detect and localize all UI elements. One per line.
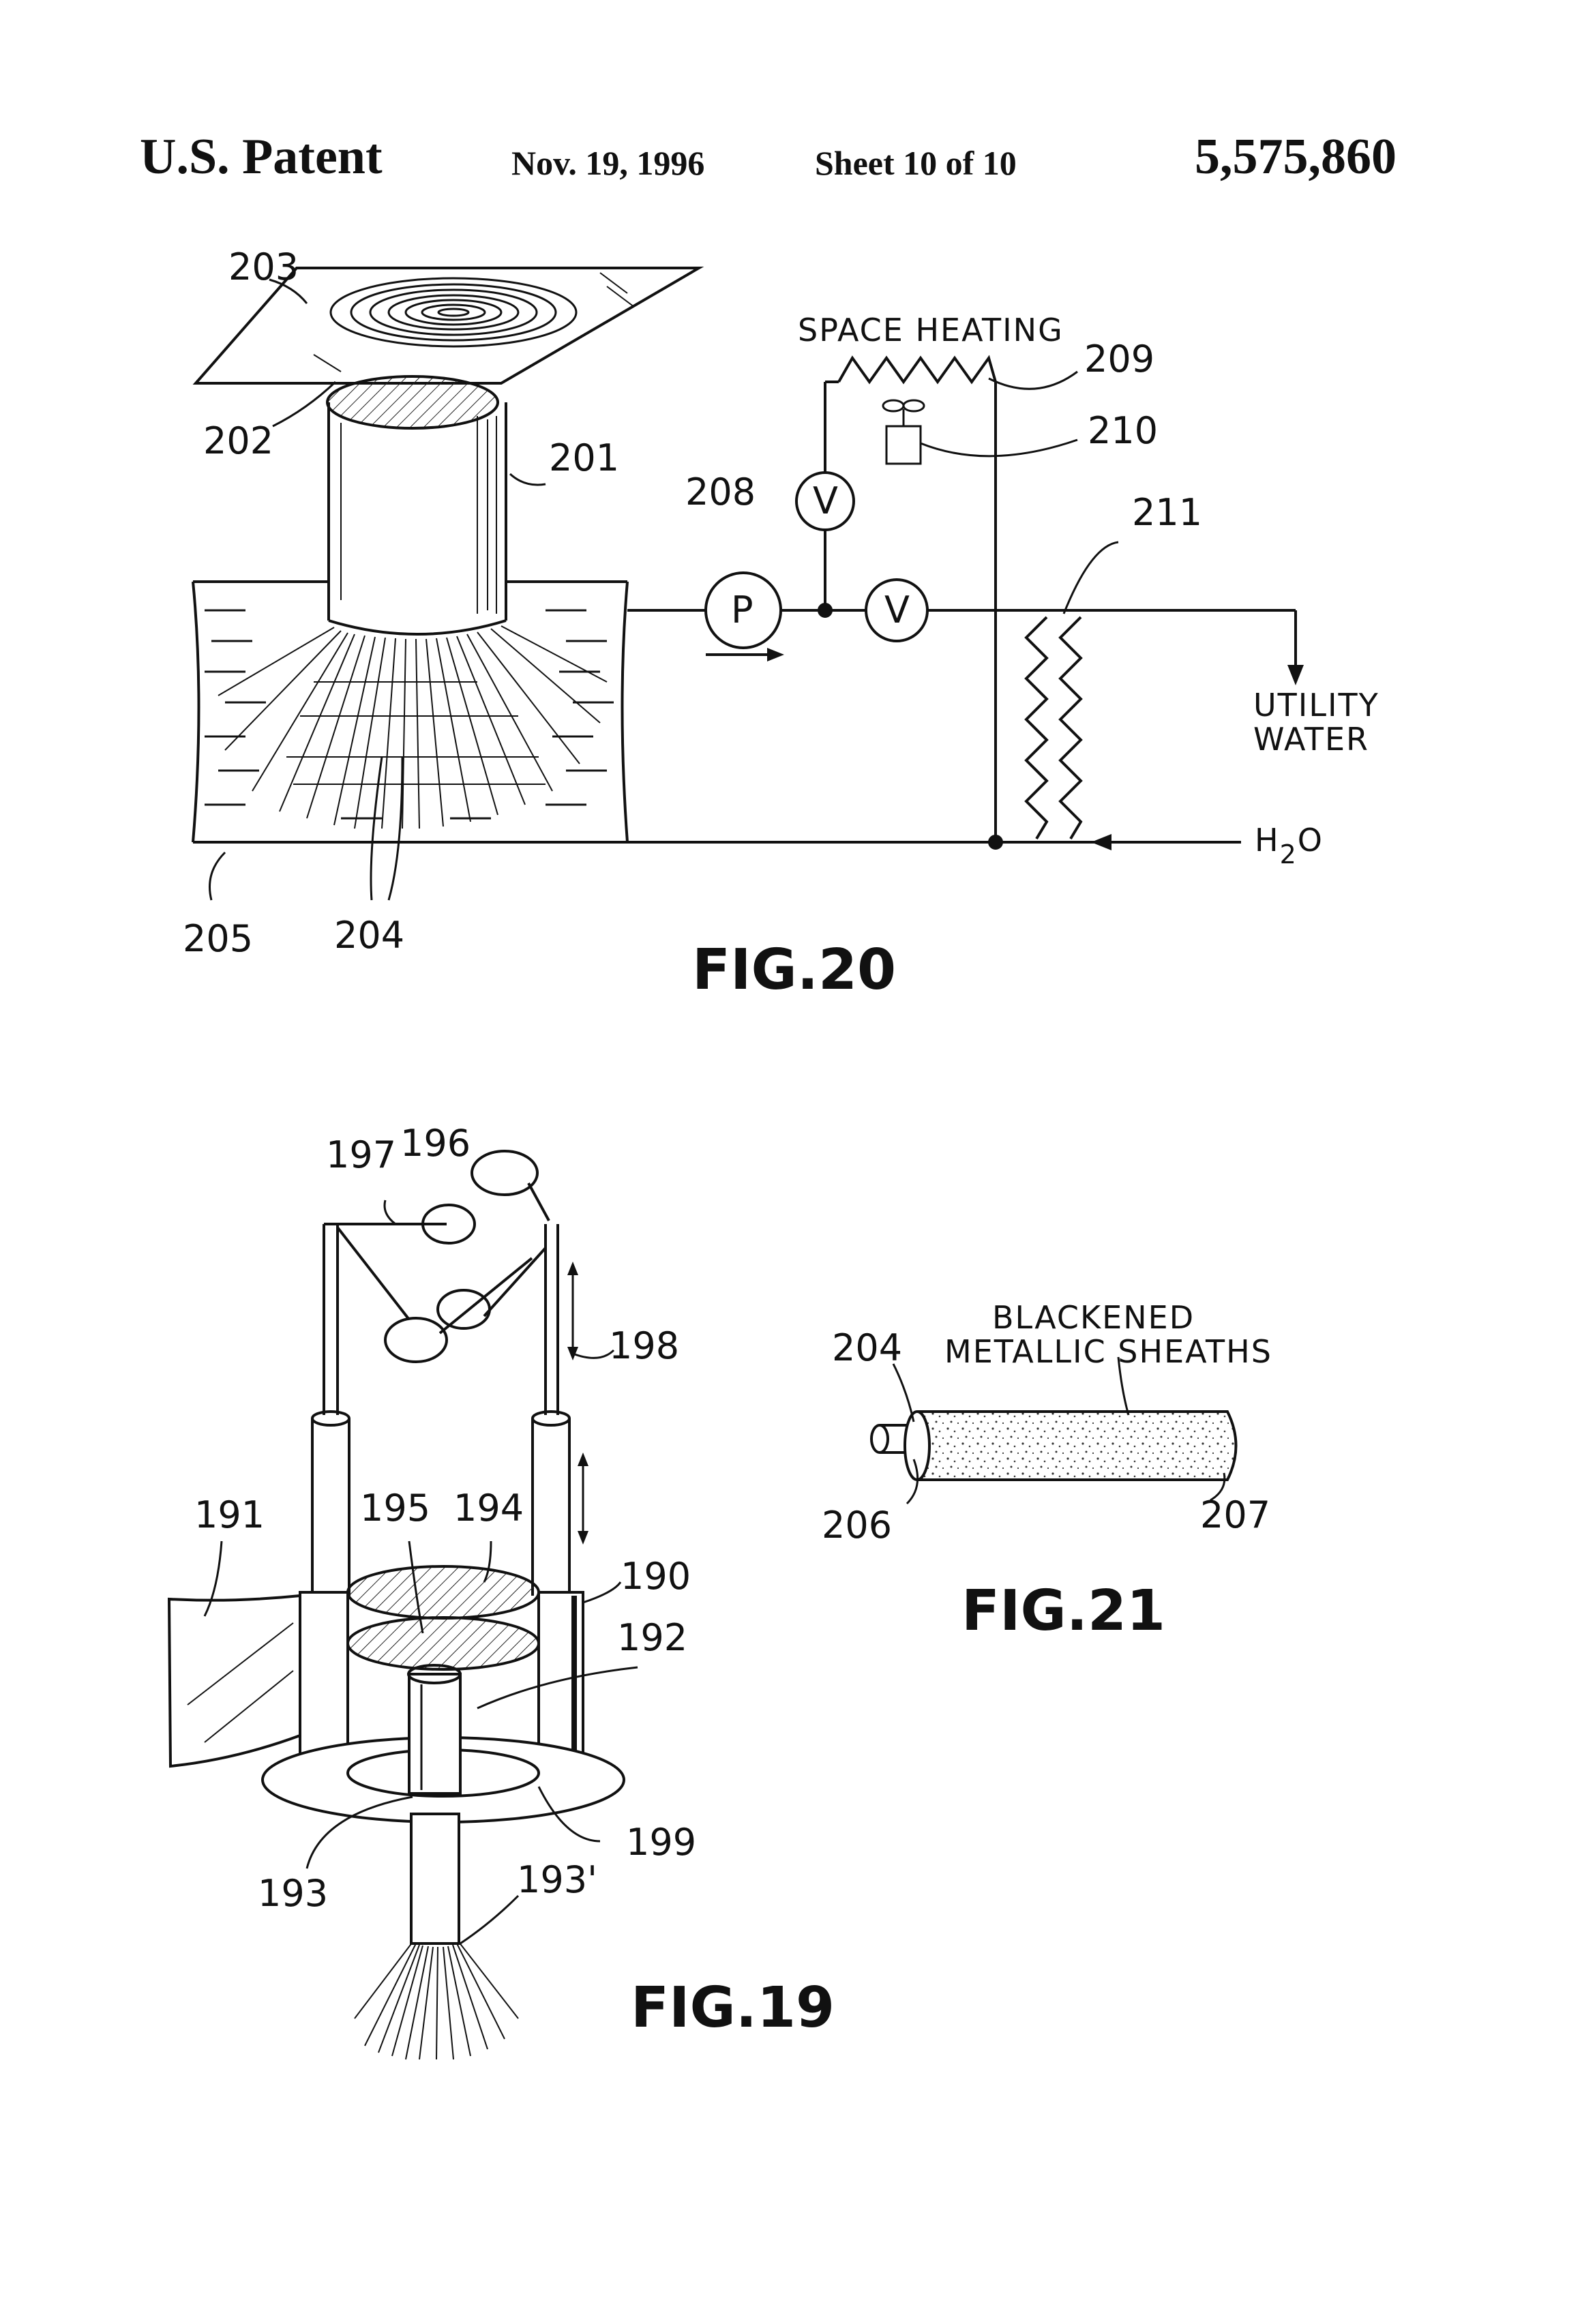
optical-fibers-204 (218, 626, 607, 829)
ref-207: 207 (1200, 1493, 1270, 1536)
ref-199: 199 (626, 1821, 696, 1864)
ref-195: 195 (360, 1487, 430, 1530)
h2o-h: H (1255, 822, 1280, 859)
valve-letter-lower: V (884, 589, 910, 631)
ref-201: 201 (549, 436, 619, 479)
lens-202 (327, 376, 498, 428)
valve-letter-upper: V (813, 479, 838, 522)
ref-197: 197 (326, 1133, 396, 1176)
ref-202: 202 (203, 419, 273, 462)
ref-191: 191 (194, 1493, 265, 1536)
utility-label-line2: WATER (1253, 721, 1369, 758)
ref-192: 192 (617, 1616, 687, 1659)
water-tank-205 (193, 582, 627, 842)
heat-exchanger-211 (1026, 617, 1081, 839)
ref-190: 190 (621, 1555, 691, 1598)
pump-letter: P (731, 589, 753, 631)
ref-204: 204 (334, 914, 404, 957)
fig19-diagram (169, 1151, 638, 2059)
cylinder-201 (329, 402, 506, 634)
metallic-sheaths-label: METALLIC SHEATHS (944, 1333, 1272, 1370)
piping (627, 358, 1304, 850)
fig21-caption: FIG.21 (961, 1579, 1165, 1643)
fig21-diagram (871, 1357, 1236, 1504)
fan-210 (883, 400, 924, 464)
ref-194: 194 (453, 1487, 524, 1530)
blackened-label: BLACKENED (992, 1299, 1195, 1336)
ref-205: 205 (183, 917, 253, 960)
fig20-caption: FIG.20 (692, 938, 896, 1002)
ref-204-fig21: 204 (832, 1326, 902, 1369)
ref-193: 193 (258, 1872, 328, 1915)
h2o-label: H2O (1255, 822, 1324, 869)
ref-206: 206 (822, 1504, 892, 1547)
h2o-subscript: 2 (1280, 839, 1298, 869)
utility-label-line1: UTILITY (1253, 687, 1379, 724)
space-heating-label: SPACE HEATING (798, 312, 1064, 348)
ref-208: 208 (685, 471, 756, 513)
h2o-o: O (1298, 822, 1324, 859)
space-heating-coil-209 (839, 358, 996, 382)
ref-203: 203 (228, 245, 299, 288)
ref-211: 211 (1132, 491, 1202, 534)
ref-193-prime: 193' (517, 1858, 597, 1901)
ref-196: 196 (400, 1122, 471, 1165)
ref-209: 209 (1084, 338, 1154, 381)
ref-198: 198 (609, 1324, 679, 1367)
ref-210: 210 (1088, 409, 1158, 452)
fig19-caption: FIG.19 (631, 1976, 835, 2040)
